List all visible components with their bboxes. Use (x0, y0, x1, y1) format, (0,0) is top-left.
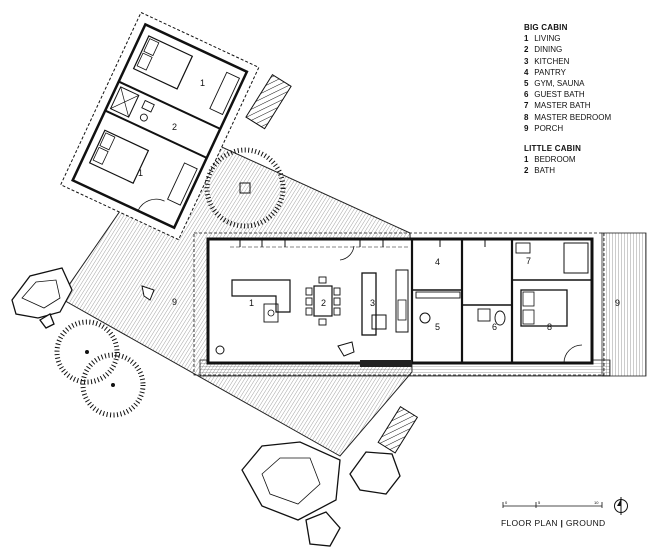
porch-deck-east (601, 232, 647, 377)
caption-separator: | (560, 518, 564, 528)
scale-mark-10: 10 (594, 500, 599, 505)
stairs-south (377, 405, 419, 454)
legend-item: 8 MASTER BEDROOM (524, 112, 612, 122)
legend: BIG CABIN 1 LIVING 2 DINING 3 KITCHEN 4 … (524, 22, 611, 177)
room-label-master-bath: 7 (526, 256, 531, 266)
legend-item: 7 MASTER BATH (524, 101, 591, 111)
legend-item: 6 GUEST BATH (524, 90, 585, 100)
tree-symbol (204, 147, 286, 229)
legend-item: 2 DINING (524, 45, 563, 55)
tree-symbol (54, 319, 120, 385)
floor-plan-caption: FLOOR PLAN | GROUND (501, 518, 605, 528)
room-label-pantry: 4 (435, 257, 440, 267)
caption-right: GROUND (565, 518, 606, 528)
room-label-little-bedroom: 1 (200, 78, 205, 88)
legend-item: 5 GYM, SAUNA (524, 79, 585, 89)
legend-item: 4 PANTRY (524, 67, 566, 77)
legend-title-little-cabin: LITTLE CABIN (524, 144, 582, 154)
room-label-master-bedroom: 8 (547, 322, 552, 332)
room-label-little-bedroom-2: 1 (138, 168, 143, 178)
little-cabin (60, 11, 260, 241)
room-label-kitchen: 3 (370, 298, 375, 308)
scale-mark-5: 5 (538, 500, 541, 505)
room-label-living: 1 (249, 298, 254, 308)
north-arrow-icon (614, 497, 628, 515)
room-label-gym: 5 (435, 322, 440, 332)
room-label-porch: 9 (172, 297, 177, 307)
legend-item: 3 KITCHEN (524, 56, 570, 66)
legend-item: 2 BATH (524, 166, 555, 176)
legend-title-big-cabin: BIG CABIN (524, 23, 568, 32)
room-label-dining: 2 (321, 298, 326, 308)
big-cabin (193, 232, 605, 376)
stairs-north (245, 73, 292, 130)
caption-left: FLOOR PLAN (501, 518, 558, 528)
room-label-porch-east: 9 (615, 298, 620, 308)
boulder-symbol (11, 267, 401, 547)
legend-item: 9 PORCH (524, 123, 564, 133)
person-figure (141, 285, 355, 357)
scale-mark-0: 0 (505, 500, 508, 505)
legend-item: 1 LIVING (524, 34, 561, 44)
tree-symbol (80, 352, 146, 418)
room-label-little-bath: 2 (172, 122, 177, 132)
legend-item: 1 BEDROOM (524, 155, 576, 165)
scale-bar: 0 5 10 (502, 500, 603, 508)
room-label-guest-bath: 6 (492, 322, 497, 332)
